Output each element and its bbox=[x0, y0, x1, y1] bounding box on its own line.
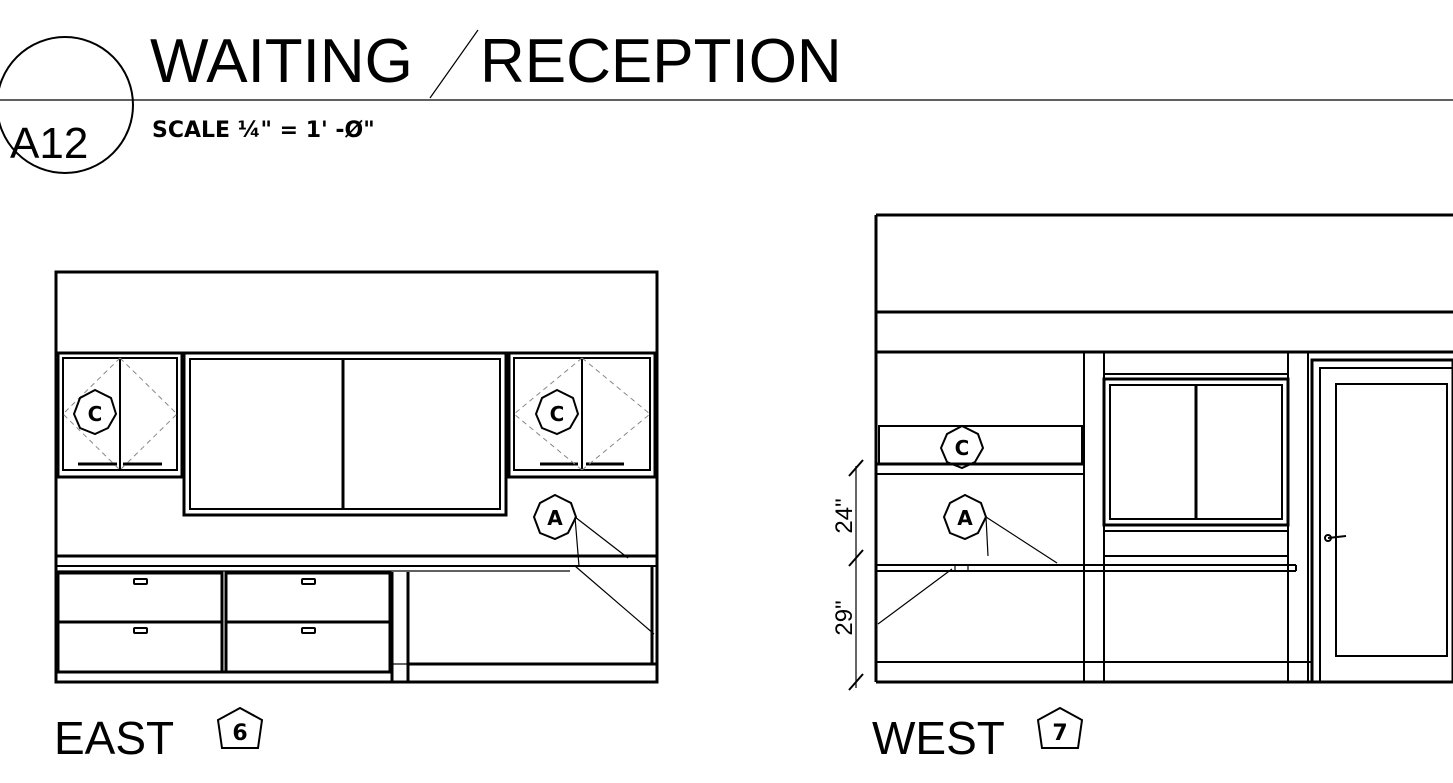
west-tag-a: A bbox=[942, 493, 988, 541]
west-tag-c: C bbox=[939, 424, 985, 470]
sheet-number-circle bbox=[0, 36, 134, 174]
east-elevation-label: EAST bbox=[54, 712, 174, 764]
east-left-upper-cabinet bbox=[56, 351, 184, 479]
east-elevation-number: 6 bbox=[232, 721, 247, 746]
west-countertop bbox=[876, 555, 1297, 572]
west-dimension-line: 24" 29" bbox=[831, 459, 864, 691]
west-tag-c-label: C bbox=[955, 436, 970, 460]
west-window bbox=[1102, 373, 1290, 532]
east-tag-c-left: C bbox=[72, 388, 118, 436]
title-waiting: WAITING bbox=[150, 27, 413, 96]
west-upper-cabinet bbox=[876, 425, 1084, 475]
east-right-upper-cabinet bbox=[507, 351, 657, 479]
east-window bbox=[182, 351, 508, 517]
east-tag-c-left-label: C bbox=[88, 402, 103, 426]
title-block: A12 WAITING RECEPTION SCALE ¼" = 1' -Ø" bbox=[0, 27, 1453, 174]
east-elevation-number-tag: 6 bbox=[216, 706, 264, 749]
west-elevation: 24" 29" C A WEST 7 bbox=[831, 213, 1453, 764]
east-tag-a-label: A bbox=[547, 506, 563, 530]
west-tag-a-label: A bbox=[957, 506, 973, 530]
west-door bbox=[1310, 358, 1453, 684]
scale-note: SCALE ¼" = 1' -Ø" bbox=[152, 118, 375, 143]
east-tag-a: A bbox=[532, 493, 578, 541]
west-elevation-number: 7 bbox=[1052, 721, 1067, 746]
east-wall-outline bbox=[54, 270, 659, 684]
west-elevation-label: WEST bbox=[872, 712, 1005, 764]
east-tag-c-right: C bbox=[534, 388, 580, 436]
east-base-drawers bbox=[56, 571, 392, 674]
sheet-number: A12 bbox=[10, 119, 88, 168]
title-reception: RECEPTION bbox=[480, 27, 842, 96]
west-dimension-29: 29" bbox=[831, 600, 858, 635]
east-tag-c-right-label: C bbox=[550, 402, 565, 426]
east-elevation: C C A EAST 6 bbox=[54, 270, 659, 764]
title-slash bbox=[429, 29, 479, 99]
west-dimension-24: 24" bbox=[831, 498, 858, 533]
west-elevation-number-tag: 7 bbox=[1036, 706, 1084, 749]
